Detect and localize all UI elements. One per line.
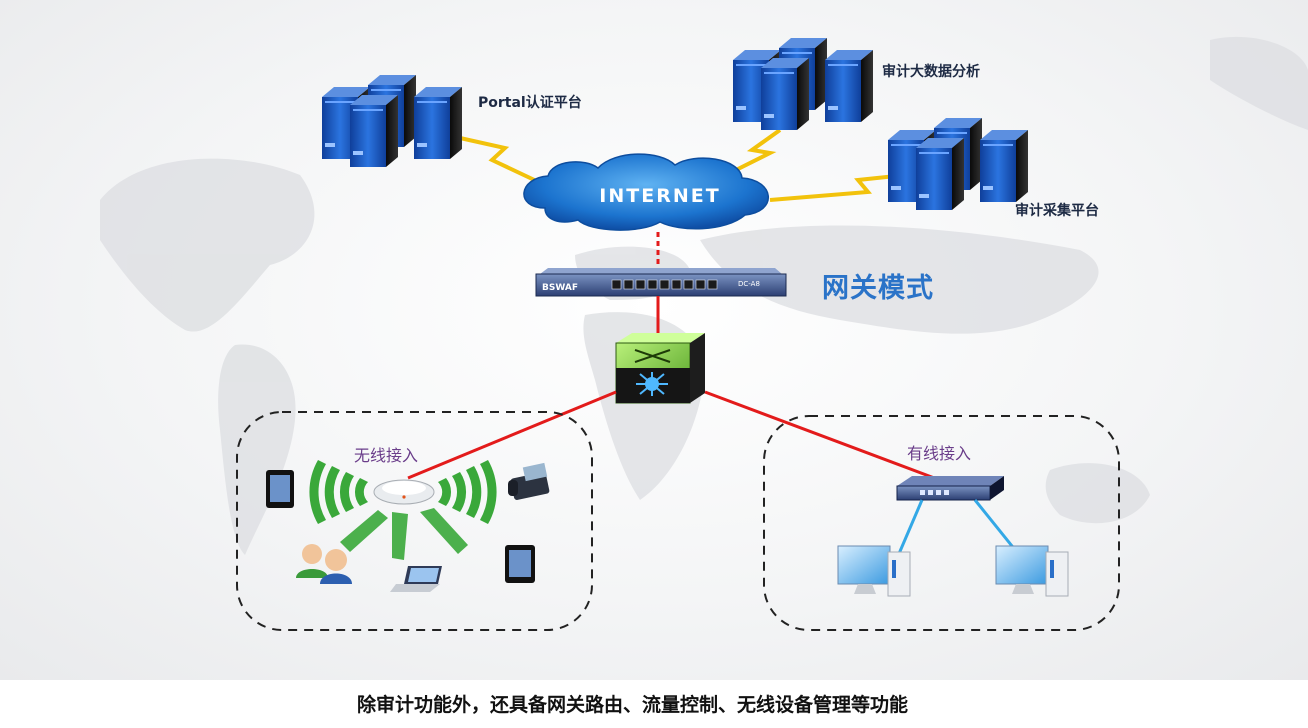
- caption-text: 除审计功能外，还具备网关路由、流量控制、无线设备管理等功能: [357, 694, 909, 716]
- network-diagram: INTERNET BSWAF DC-A8: [100, 36, 1308, 631]
- access-switch-icon: [896, 476, 1004, 501]
- link-switch-wireless: [407, 390, 617, 480]
- link-switch-pc-1: [896, 499, 924, 557]
- laptop-icon: [390, 566, 442, 592]
- desktop-pc-icon-2: [995, 545, 1069, 597]
- wireless-zone-boundary: [236, 411, 593, 631]
- portal-platform-label: Portal认证平台: [478, 95, 582, 111]
- audit-collection-label: 审计采集平台: [1015, 203, 1099, 219]
- wired-zone-boundary: [763, 415, 1120, 631]
- wan-links: [459, 128, 906, 202]
- server-icon-portal: [322, 75, 462, 167]
- link-switch-wired: [704, 390, 946, 484]
- gateway-mode-title: 网关模式: [822, 273, 934, 304]
- core-switch-icon: [615, 333, 705, 404]
- lightning-link-collect: [769, 173, 906, 202]
- users-icon: [296, 544, 352, 584]
- diagram-canvas: INTERNET BSWAF DC-A8: [0, 0, 1308, 680]
- internet-cloud-icon: INTERNET: [523, 153, 769, 231]
- tablet-icon-2: [505, 545, 535, 583]
- ip-phone-icon: [508, 462, 550, 500]
- access-point-icon: [373, 479, 435, 505]
- lightning-link-portal: [459, 136, 546, 187]
- caption-bar: 除审计功能外，还具备网关路由、流量控制、无线设备管理等功能: [0, 680, 1308, 728]
- tablet-icon: [266, 470, 294, 508]
- internet-label: INTERNET: [599, 185, 720, 207]
- wired-access-title: 有线接入: [907, 444, 972, 463]
- lightning-link-bigdata: [719, 128, 782, 180]
- server-icon-collect: [888, 118, 1028, 210]
- gateway-brand: BSWAF: [542, 283, 578, 293]
- wireless-access-title: 无线接入: [354, 446, 419, 465]
- wireless-signal-icon: [309, 460, 497, 560]
- bigdata-analysis-label: 审计大数据分析: [882, 64, 980, 80]
- gateway-device-icon: BSWAF DC-A8: [535, 268, 787, 297]
- server-icon-bigdata: [733, 38, 873, 130]
- desktop-pc-icon: [837, 545, 911, 597]
- gateway-model: DC-A8: [738, 280, 760, 288]
